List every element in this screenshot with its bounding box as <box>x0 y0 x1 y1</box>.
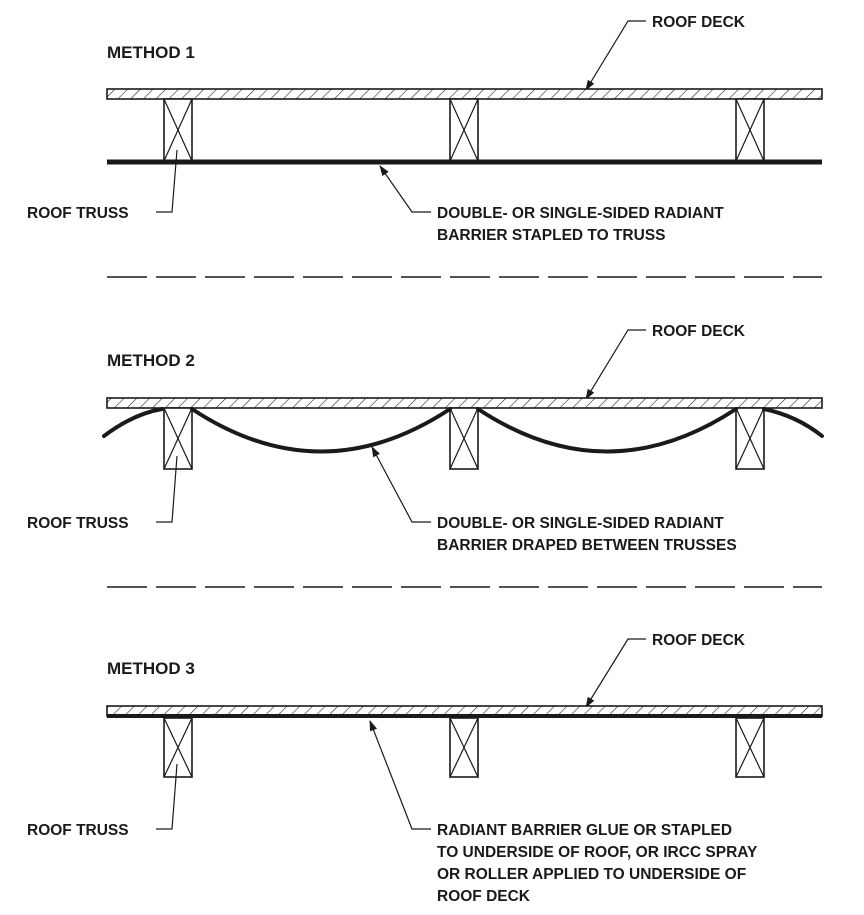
roof-truss-leader <box>156 763 178 830</box>
barrier-label-line: BARRIER DRAPED BETWEEN TRUSSES <box>437 537 737 554</box>
roof-deck <box>106 397 823 409</box>
roof-truss <box>449 98 479 162</box>
barrier-label-line: ROOF DECK <box>437 888 531 905</box>
method-title: METHOD 3 <box>107 659 195 678</box>
barrier-leader <box>371 446 431 523</box>
roof-truss-leader <box>156 149 178 213</box>
barrier-label-line: BARRIER STAPLED TO TRUSS <box>437 227 666 244</box>
roof-deck-leader <box>585 329 646 400</box>
method-title: METHOD 2 <box>107 351 195 370</box>
radiant-barrier <box>102 407 824 454</box>
roof-truss <box>163 98 193 162</box>
method-1-panel: METHOD 1 ROOF DECK ROOF TRUSS DOUBLE- OR… <box>27 14 823 244</box>
roof-deck-label: ROOF DECK <box>652 632 746 649</box>
barrier-leader <box>369 719 431 830</box>
barrier-label-line: RADIANT BARRIER GLUE OR STAPLED <box>437 822 732 839</box>
barrier-label-line: TO UNDERSIDE OF ROOF, OR IRCC SPRAY <box>437 844 758 861</box>
roof-truss <box>735 98 765 162</box>
roof-truss <box>449 717 479 778</box>
roof-truss <box>163 717 193 778</box>
roof-truss <box>163 407 193 470</box>
roof-deck-leader <box>585 20 646 91</box>
roof-truss <box>735 717 765 778</box>
roof-deck-leader <box>585 638 646 708</box>
barrier-leader <box>379 165 431 213</box>
roof-deck-label: ROOF DECK <box>652 14 746 31</box>
method-title: METHOD 1 <box>107 43 195 62</box>
roof-truss <box>449 407 479 470</box>
roof-deck <box>106 88 823 100</box>
roof-truss-label: ROOF TRUSS <box>27 822 129 839</box>
roof-truss-label: ROOF TRUSS <box>27 205 129 222</box>
barrier-label-line: DOUBLE- OR SINGLE-SIDED RADIANT <box>437 205 724 222</box>
roof-deck-label: ROOF DECK <box>652 323 746 340</box>
roof-truss-label: ROOF TRUSS <box>27 515 129 532</box>
barrier-label-line: DOUBLE- OR SINGLE-SIDED RADIANT <box>437 515 724 532</box>
method-2-panel: METHOD 2 ROOF DECK ROOF TRUSS DOUBLE- OR… <box>27 323 824 554</box>
roof-truss-leader <box>156 455 178 523</box>
barrier-label-line: OR ROLLER APPLIED TO UNDERSIDE OF <box>437 866 746 883</box>
method-3-panel: METHOD 3 ROOF DECK ROOF TRUSS RADIANT BA… <box>27 632 823 905</box>
roof-truss <box>735 407 765 470</box>
